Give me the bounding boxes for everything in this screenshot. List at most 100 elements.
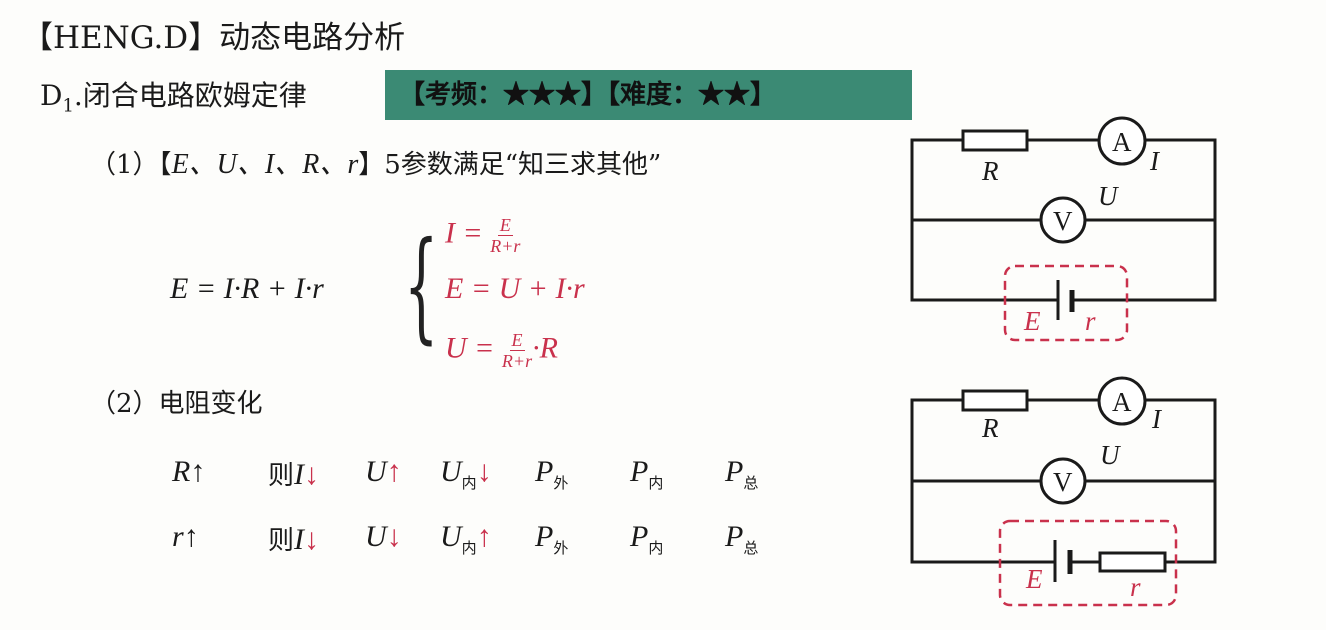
table-cell: P内 bbox=[630, 520, 663, 558]
label-U: U bbox=[1098, 181, 1119, 211]
table-cell: 则I↓ bbox=[268, 520, 319, 557]
power-total-sub: 总 bbox=[743, 474, 759, 492]
table-cell: U↓ bbox=[365, 520, 402, 554]
voltmeter bbox=[1039, 457, 1087, 505]
resistor-R bbox=[961, 129, 1029, 152]
f3-tail: ·R bbox=[532, 331, 558, 365]
power-out-sub: 外 bbox=[553, 539, 569, 557]
label-r: r bbox=[1085, 306, 1096, 336]
power-out-sub: 外 bbox=[553, 474, 569, 492]
item-2-label: （2） bbox=[90, 389, 159, 419]
ammeter bbox=[1097, 376, 1147, 426]
item-1-text: 】5参数满足“知三求其他” bbox=[358, 150, 662, 180]
then-label: 则 bbox=[268, 526, 295, 556]
internal-voltage-arrow: ↑ bbox=[476, 520, 492, 553]
item-1: （1）【E、U、I、R、r】5参数满足“知三求其他” bbox=[90, 142, 661, 182]
label-A: A bbox=[1112, 387, 1132, 417]
resistor-R bbox=[961, 389, 1029, 412]
table-cell: P总 bbox=[725, 455, 758, 493]
formula-main: E = I·R + I·r bbox=[170, 272, 324, 305]
brace: { bbox=[404, 217, 439, 356]
table-cell: r↑ bbox=[172, 520, 199, 554]
internal-voltage-var: U bbox=[440, 520, 462, 553]
source-dashed-box bbox=[1003, 264, 1129, 342]
label-A: A bbox=[1112, 127, 1132, 157]
current-var: I bbox=[294, 523, 305, 556]
power-total-sub: 总 bbox=[743, 539, 759, 557]
f1-num: E bbox=[497, 215, 513, 236]
label-V: V bbox=[1053, 206, 1073, 236]
internal-voltage-var: U bbox=[440, 455, 462, 488]
table-cell: U内↓ bbox=[440, 455, 492, 493]
item-1-label: （1） bbox=[90, 150, 159, 180]
ammeter bbox=[1097, 116, 1147, 166]
table-cell: P内 bbox=[630, 455, 663, 493]
f1-den: R+r bbox=[490, 236, 521, 256]
table-cell: 则I↓ bbox=[268, 455, 319, 492]
circuit-1 bbox=[910, 116, 1217, 342]
source-dashed-box bbox=[998, 519, 1178, 607]
label-I: I bbox=[1151, 404, 1163, 434]
table-cell: P外 bbox=[535, 520, 568, 558]
power-out-var: P bbox=[535, 520, 554, 553]
table-cell: U内↑ bbox=[440, 520, 492, 558]
label-R: R bbox=[981, 413, 999, 443]
cause-arrow: ↑ bbox=[183, 520, 199, 553]
internal-sub: 内 bbox=[461, 474, 477, 492]
section-prefix-sub: 1 bbox=[62, 95, 74, 117]
table-cell: P总 bbox=[725, 520, 758, 558]
resistor-r bbox=[1098, 551, 1167, 573]
frequency-difficulty-tag: 【考频：★★★】【难度：★★】 bbox=[385, 70, 912, 120]
power-out-var: P bbox=[535, 455, 554, 488]
formula-emf: E = U + I·r bbox=[445, 272, 585, 305]
item-2-text: 电阻变化 bbox=[158, 389, 263, 419]
label-V: V bbox=[1053, 467, 1073, 497]
power-total-var: P bbox=[725, 455, 744, 488]
voltmeter bbox=[1039, 196, 1087, 244]
section-title-text: .闭合电路欧姆定律 bbox=[73, 79, 307, 112]
f3-lhs: U = bbox=[445, 331, 495, 365]
f3-num: E bbox=[509, 330, 525, 351]
table-cell: P外 bbox=[535, 455, 568, 493]
current-arrow: ↓ bbox=[304, 523, 320, 556]
power-in-sub: 内 bbox=[648, 474, 664, 492]
then-label: 则 bbox=[268, 461, 295, 491]
section-prefix: D bbox=[40, 79, 63, 112]
cause-arrow: ↑ bbox=[190, 455, 206, 488]
label-U: U bbox=[1100, 440, 1121, 470]
voltage-var: U bbox=[365, 520, 387, 553]
internal-voltage-arrow: ↓ bbox=[476, 455, 492, 488]
power-total-var: P bbox=[725, 520, 744, 553]
circuit-2 bbox=[910, 376, 1217, 607]
power-in-sub: 内 bbox=[648, 539, 664, 557]
power-in-var: P bbox=[630, 455, 649, 488]
f1-lhs: I = bbox=[445, 216, 483, 250]
cause-var: R bbox=[172, 455, 191, 488]
item-2: （2）电阻变化 bbox=[90, 383, 263, 420]
bracket-open: 【 bbox=[158, 150, 172, 180]
page-title: 【HENG.D】动态电路分析 bbox=[22, 20, 406, 56]
internal-sub: 内 bbox=[461, 539, 477, 557]
current-arrow: ↓ bbox=[304, 458, 320, 491]
label-r: r bbox=[1130, 572, 1141, 602]
voltage-arrow: ↑ bbox=[386, 455, 402, 488]
current-var: I bbox=[294, 458, 305, 491]
item-1-params: E、U、I、R、r bbox=[171, 149, 359, 180]
voltage-var: U bbox=[365, 455, 387, 488]
table-cell: U↑ bbox=[365, 455, 402, 489]
label-R: R bbox=[981, 156, 999, 186]
section-title: D1.闭合电路欧姆定律 bbox=[40, 74, 307, 117]
table-cell: R↑ bbox=[172, 455, 205, 489]
voltage-arrow: ↓ bbox=[386, 520, 402, 553]
f3-den: R+r bbox=[501, 351, 533, 371]
label-I: I bbox=[1149, 146, 1161, 176]
label-E: E bbox=[1025, 564, 1043, 594]
label-E: E bbox=[1023, 306, 1041, 336]
cause-var: r bbox=[172, 520, 184, 553]
